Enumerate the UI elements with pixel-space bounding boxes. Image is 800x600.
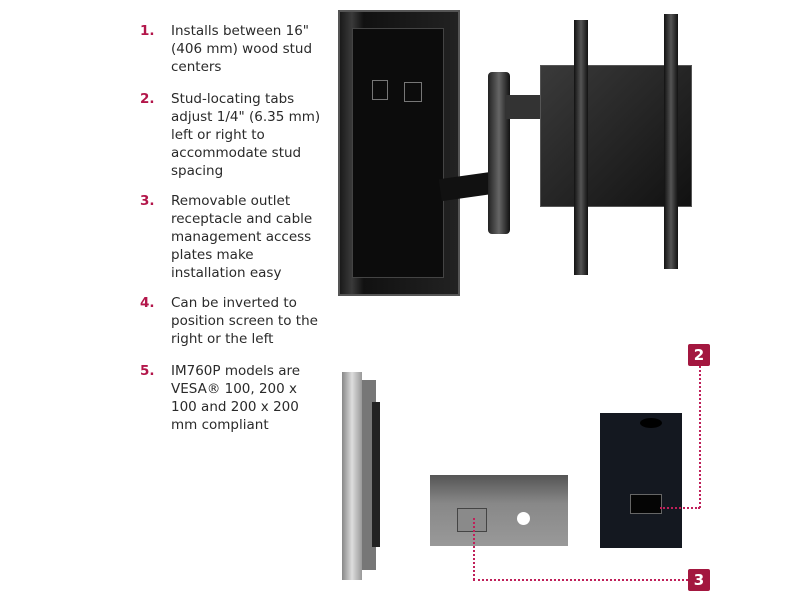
feature-number: 5. — [140, 363, 155, 379]
callout-line-3-h — [473, 579, 688, 581]
callout-line-3 — [473, 518, 475, 580]
feature-text: Removable outlet receptacle and cable ma… — [171, 193, 313, 281]
feature-number: 1. — [140, 23, 155, 39]
feature-text: Installs between 16" (406 mm) wood stud … — [171, 23, 313, 75]
callout-badge-2: 2 — [688, 344, 710, 366]
feature-text: Can be inverted to position screen to th… — [171, 295, 318, 347]
feature-text: IM760P models are VESA® 100, 200 x 100 a… — [171, 363, 301, 433]
feature-number: 3. — [140, 193, 155, 209]
feature-text: Stud-locating tabs adjust 1/4" (6.35 mm)… — [171, 91, 321, 179]
callout-badge-3: 3 — [688, 569, 710, 591]
feature-number: 2. — [140, 91, 155, 107]
callout-line-2-h — [660, 507, 700, 509]
feature-number: 4. — [140, 295, 155, 311]
callout-line-2 — [699, 366, 701, 508]
